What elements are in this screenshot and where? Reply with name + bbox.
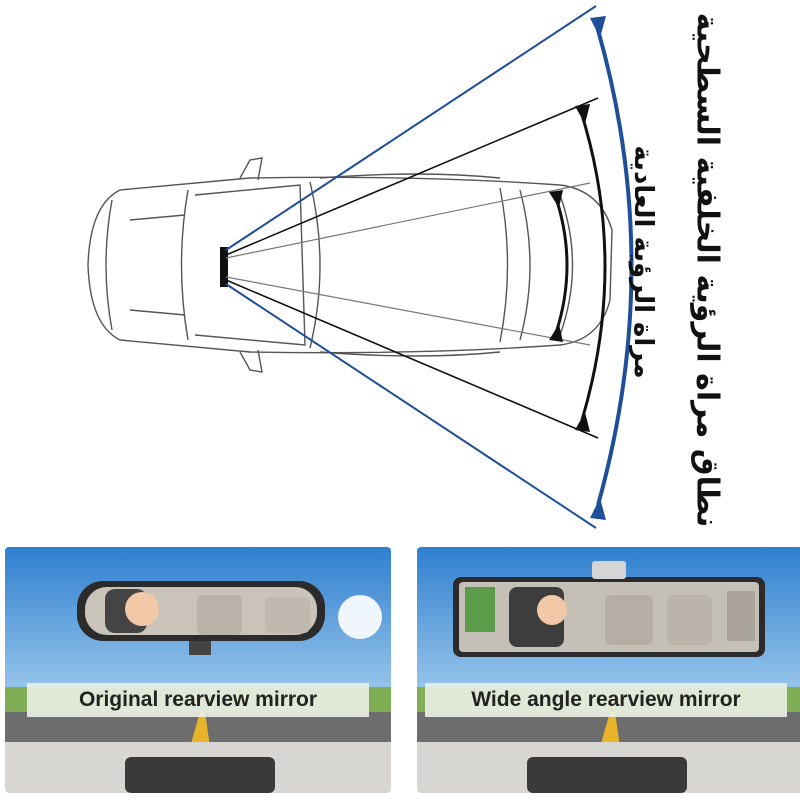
- normal-range-label: مراة الرؤية العادية: [628, 145, 658, 379]
- original-mirror-caption: Original rearview mirror: [27, 683, 369, 717]
- wide-angle-mirror-caption: Wide angle rearview mirror: [425, 683, 787, 717]
- sun-icon: [338, 595, 382, 639]
- inner-arc-arrow-top: [549, 190, 563, 208]
- wide-arc-arrow-bottom: [590, 498, 606, 520]
- child-face: [537, 595, 567, 625]
- wide-angle-mirror-scene: [417, 547, 800, 793]
- original-mirror-scene: [5, 547, 391, 793]
- child-face: [125, 592, 159, 626]
- wide-arc-arrow-top: [590, 16, 606, 38]
- field-of-view-diagram: [87, 5, 634, 529]
- inner-cone: [225, 182, 591, 346]
- rearview-mirror-marker: [220, 247, 228, 287]
- car-outline: [87, 157, 613, 373]
- normal-arc-arrow-top: [575, 104, 590, 124]
- normal-arc-arrow-bottom: [575, 412, 590, 432]
- wide-angle-range-label: نطاق مراة الرؤية الخلفية السطحية: [689, 12, 725, 528]
- normal-cone: [225, 97, 599, 439]
- inner-arc: [554, 197, 569, 334]
- original-mirror-panel: Original rearview mirror: [5, 547, 391, 793]
- wide-angle-mirror-panel: Wide angle rearview mirror: [417, 547, 800, 793]
- inner-arc-arrow-bottom: [549, 324, 563, 342]
- normal-arc: [580, 114, 607, 421]
- wide-angle-arc: [596, 29, 634, 506]
- wide-angle-cone: [225, 5, 597, 529]
